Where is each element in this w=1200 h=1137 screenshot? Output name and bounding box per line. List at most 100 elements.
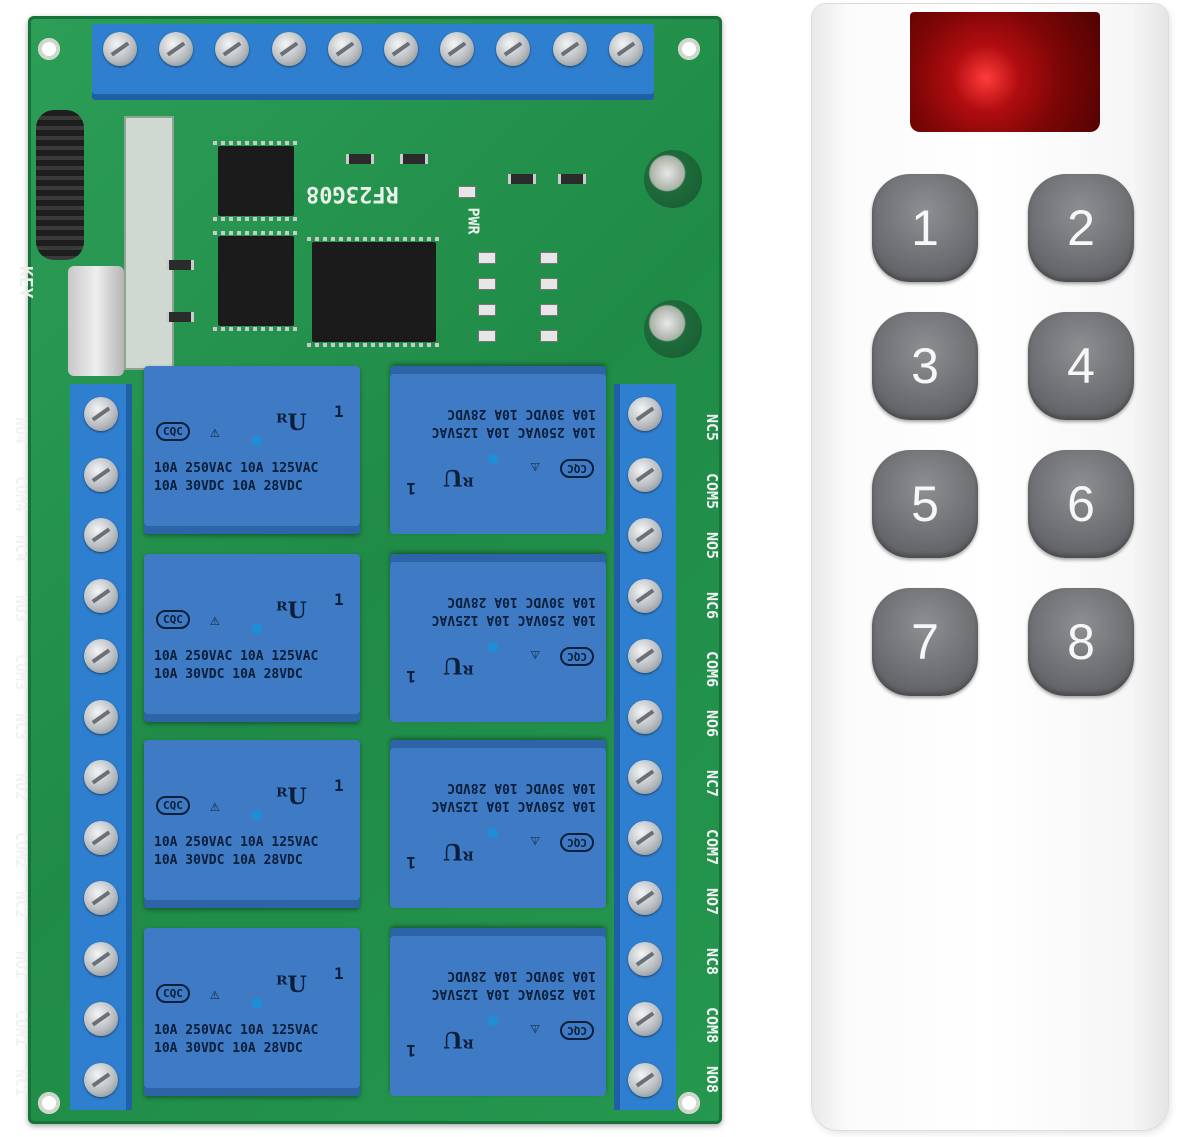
ul-mark-icon: ᴿU	[276, 972, 307, 998]
top-terminal-block	[92, 24, 654, 100]
left-terminal-block	[70, 384, 132, 1110]
ul-mark-icon: ᴿU	[276, 410, 307, 436]
ul-mark-icon: ᴿU	[276, 784, 307, 810]
ul-mark-icon: ᴿU	[443, 838, 474, 864]
cqc-logo: CQC	[560, 647, 594, 666]
ir-led-window	[910, 12, 1100, 132]
remote-button-5[interactable]: 5	[872, 450, 978, 558]
rating-line: 10A 30VDC 10A 28VDC	[154, 853, 303, 868]
pin-label: COM6	[703, 650, 721, 688]
ic-chip	[213, 141, 299, 221]
remote-button-1[interactable]: 1	[872, 174, 978, 282]
relay-dot	[488, 454, 498, 464]
pin-label: NO8	[703, 1066, 721, 1094]
warning-triangle-icon: ⚠	[530, 833, 540, 852]
pin-label: NC6	[703, 591, 721, 619]
screw-icon	[84, 578, 118, 613]
status-led	[478, 252, 496, 264]
rating-line: 10A 30VDC 10A 28VDC	[447, 780, 596, 795]
ul-mark-icon: ᴿU	[443, 652, 474, 678]
relay-number: 1	[334, 776, 344, 795]
rating-line: 10A 30VDC 10A 28VDC	[447, 406, 596, 421]
keypad: 1 2 3 4 5 6 7 8	[872, 174, 1134, 696]
capacitor	[644, 300, 702, 358]
relay-rating: 10A 250VAC 10A 125VAC 10A 30VDC 10A 28VD…	[432, 404, 596, 440]
rating-line: 10A 30VDC 10A 28VDC	[447, 594, 596, 609]
ul-mark-icon: ᴿU	[443, 464, 474, 490]
screw-icon	[628, 699, 662, 734]
screw-icon	[628, 881, 662, 916]
screw-icon	[84, 881, 118, 916]
remote-button-2[interactable]: 2	[1028, 174, 1134, 282]
relay-rating: 10A 250VAC 10A 125VAC 10A 30VDC 10A 28VD…	[154, 834, 318, 870]
pin-label: NC2	[12, 891, 30, 919]
relay-rating: 10A 250VAC 10A 125VAC 10A 30VDC 10A 28VD…	[432, 966, 596, 1002]
remote-button-8[interactable]: 8	[1028, 588, 1134, 696]
screw-icon	[327, 32, 362, 66]
relay-6: CQC ⚠ ᴿU 1 10A 250VAC 10A 125VAC 10A 30V…	[390, 554, 606, 722]
relay-dot	[252, 624, 262, 634]
screw-icon	[215, 32, 250, 66]
pin-label: NO1	[12, 950, 30, 978]
pin-label: NC1	[12, 1069, 30, 1097]
warning-triangle-icon: ⚠	[530, 1021, 540, 1040]
screw-icon	[628, 1002, 662, 1037]
relay-dot	[488, 642, 498, 652]
key-label: KEY	[15, 266, 36, 299]
cqc-logo: CQC	[156, 422, 190, 441]
relay-board: KEY RF23G08 PWR	[12, 16, 722, 1124]
relay-number: 1	[406, 1041, 416, 1060]
ul-mark-icon: ᴿU	[443, 1026, 474, 1052]
capacitor	[644, 150, 702, 208]
cqc-logo: CQC	[156, 796, 190, 815]
relay-number: 1	[334, 964, 344, 983]
pin-label: NC4	[12, 535, 30, 563]
pin-label: NO4	[12, 416, 30, 444]
remote-button-6[interactable]: 6	[1028, 450, 1134, 558]
pin-label: COM8	[703, 1006, 721, 1044]
screw-icon	[628, 397, 662, 432]
pin-label: NO2	[12, 772, 30, 800]
relay-number: 1	[406, 479, 416, 498]
status-led	[540, 252, 558, 264]
cqc-logo: CQC	[560, 1021, 594, 1040]
remote-button-7[interactable]: 7	[872, 588, 978, 696]
relay-1: CQC ⚠ ᴿU 1 10A 250VAC 10A 125VAC 10A 30V…	[144, 928, 360, 1096]
screw-icon	[84, 397, 118, 432]
pin-label: COM3	[12, 653, 30, 691]
remote-button-4[interactable]: 4	[1028, 312, 1134, 420]
cqc-logo: CQC	[156, 610, 190, 629]
rating-line: 10A 250VAC 10A 125VAC	[431, 612, 596, 627]
remote-control: 1 2 3 4 5 6 7 8	[812, 4, 1168, 1130]
pin-label: COM2	[12, 831, 30, 869]
status-led	[478, 330, 496, 342]
screw-icon	[84, 1002, 118, 1037]
pin-label: NO5	[703, 532, 721, 560]
relay-rating: 10A 250VAC 10A 125VAC 10A 30VDC 10A 28VD…	[432, 592, 596, 628]
rating-line: 10A 30VDC 10A 28VDC	[154, 667, 303, 682]
rf-receiver-module	[124, 116, 174, 370]
pin-label: COM4	[12, 475, 30, 513]
relay-4: CQC ⚠ ᴿU 1 10A 250VAC 10A 125VAC 10A 30V…	[144, 366, 360, 534]
relay-dot	[252, 810, 262, 820]
resistor	[508, 174, 536, 184]
screw-icon	[496, 32, 531, 66]
resistor	[400, 154, 428, 164]
mounting-hole	[38, 38, 60, 60]
screw-icon	[159, 32, 194, 66]
pin-label: NC7	[703, 769, 721, 797]
remote-button-3[interactable]: 3	[872, 312, 978, 420]
relay-dot	[252, 998, 262, 1008]
left-pin-labels: NO4 COM4 NC4 NO3 COM3 NC3 NO2 COM2 NC2 N…	[12, 396, 54, 1108]
rating-line: 10A 250VAC 10A 125VAC	[431, 986, 596, 1001]
warning-triangle-icon: ⚠	[530, 647, 540, 666]
pin-label: NO3	[12, 594, 30, 622]
screw-icon	[84, 457, 118, 492]
relay-number: 1	[406, 667, 416, 686]
screw-icon	[84, 518, 118, 553]
rating-line: 10A 30VDC 10A 28VDC	[447, 968, 596, 983]
rating-line: 10A 250VAC 10A 125VAC	[154, 1023, 319, 1038]
warning-triangle-icon: ⚠	[210, 984, 220, 1003]
relay-number: 1	[334, 590, 344, 609]
rating-line: 10A 250VAC 10A 125VAC	[431, 424, 596, 439]
